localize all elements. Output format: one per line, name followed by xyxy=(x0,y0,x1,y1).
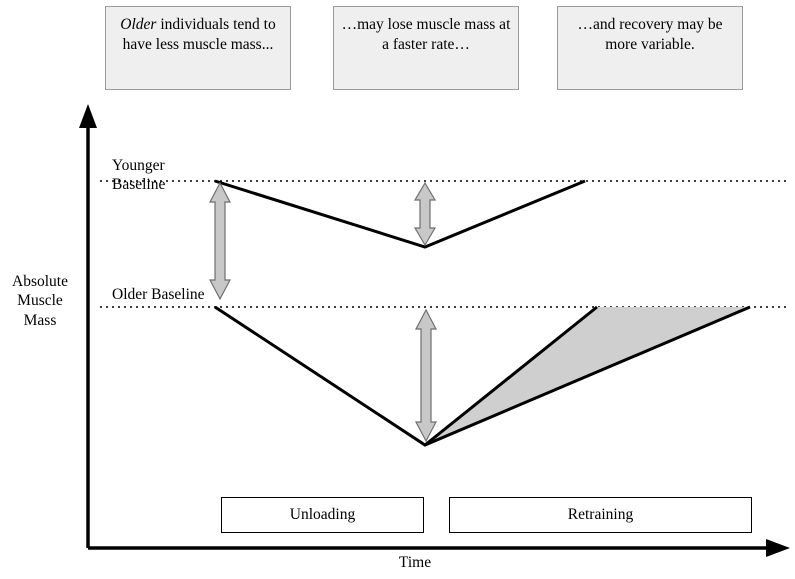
x-axis-label: Time xyxy=(398,554,432,571)
younger-trajectory xyxy=(214,179,586,249)
older-loss-arrow xyxy=(415,308,437,443)
callout-emphasis-older: Older xyxy=(120,16,157,33)
phase-band-unloading: Unloading xyxy=(221,497,424,533)
older-baseline-label: Older Baseline xyxy=(112,286,205,303)
younger-loss-arrow xyxy=(413,181,437,247)
callout-faster-rate: …may lose muscle mass at a faster rate… xyxy=(333,6,519,90)
x-axis xyxy=(88,539,790,557)
older-trajectory-upper-bound xyxy=(424,305,598,447)
callout-older-rest: individuals tend to have less muscle mas… xyxy=(122,16,276,54)
phase-band-retraining: Retraining xyxy=(449,497,752,533)
baseline-gap-arrow xyxy=(209,181,231,301)
y-axis-label: Absolute Muscle Mass xyxy=(12,273,68,329)
callout-older-individuals: Older individuals tend to have less musc… xyxy=(105,6,291,90)
y-axis xyxy=(79,104,97,548)
younger-baseline-label: Younger Baseline xyxy=(112,157,166,193)
callout-recovery-variable: …and recovery may be more variable. xyxy=(557,6,743,90)
